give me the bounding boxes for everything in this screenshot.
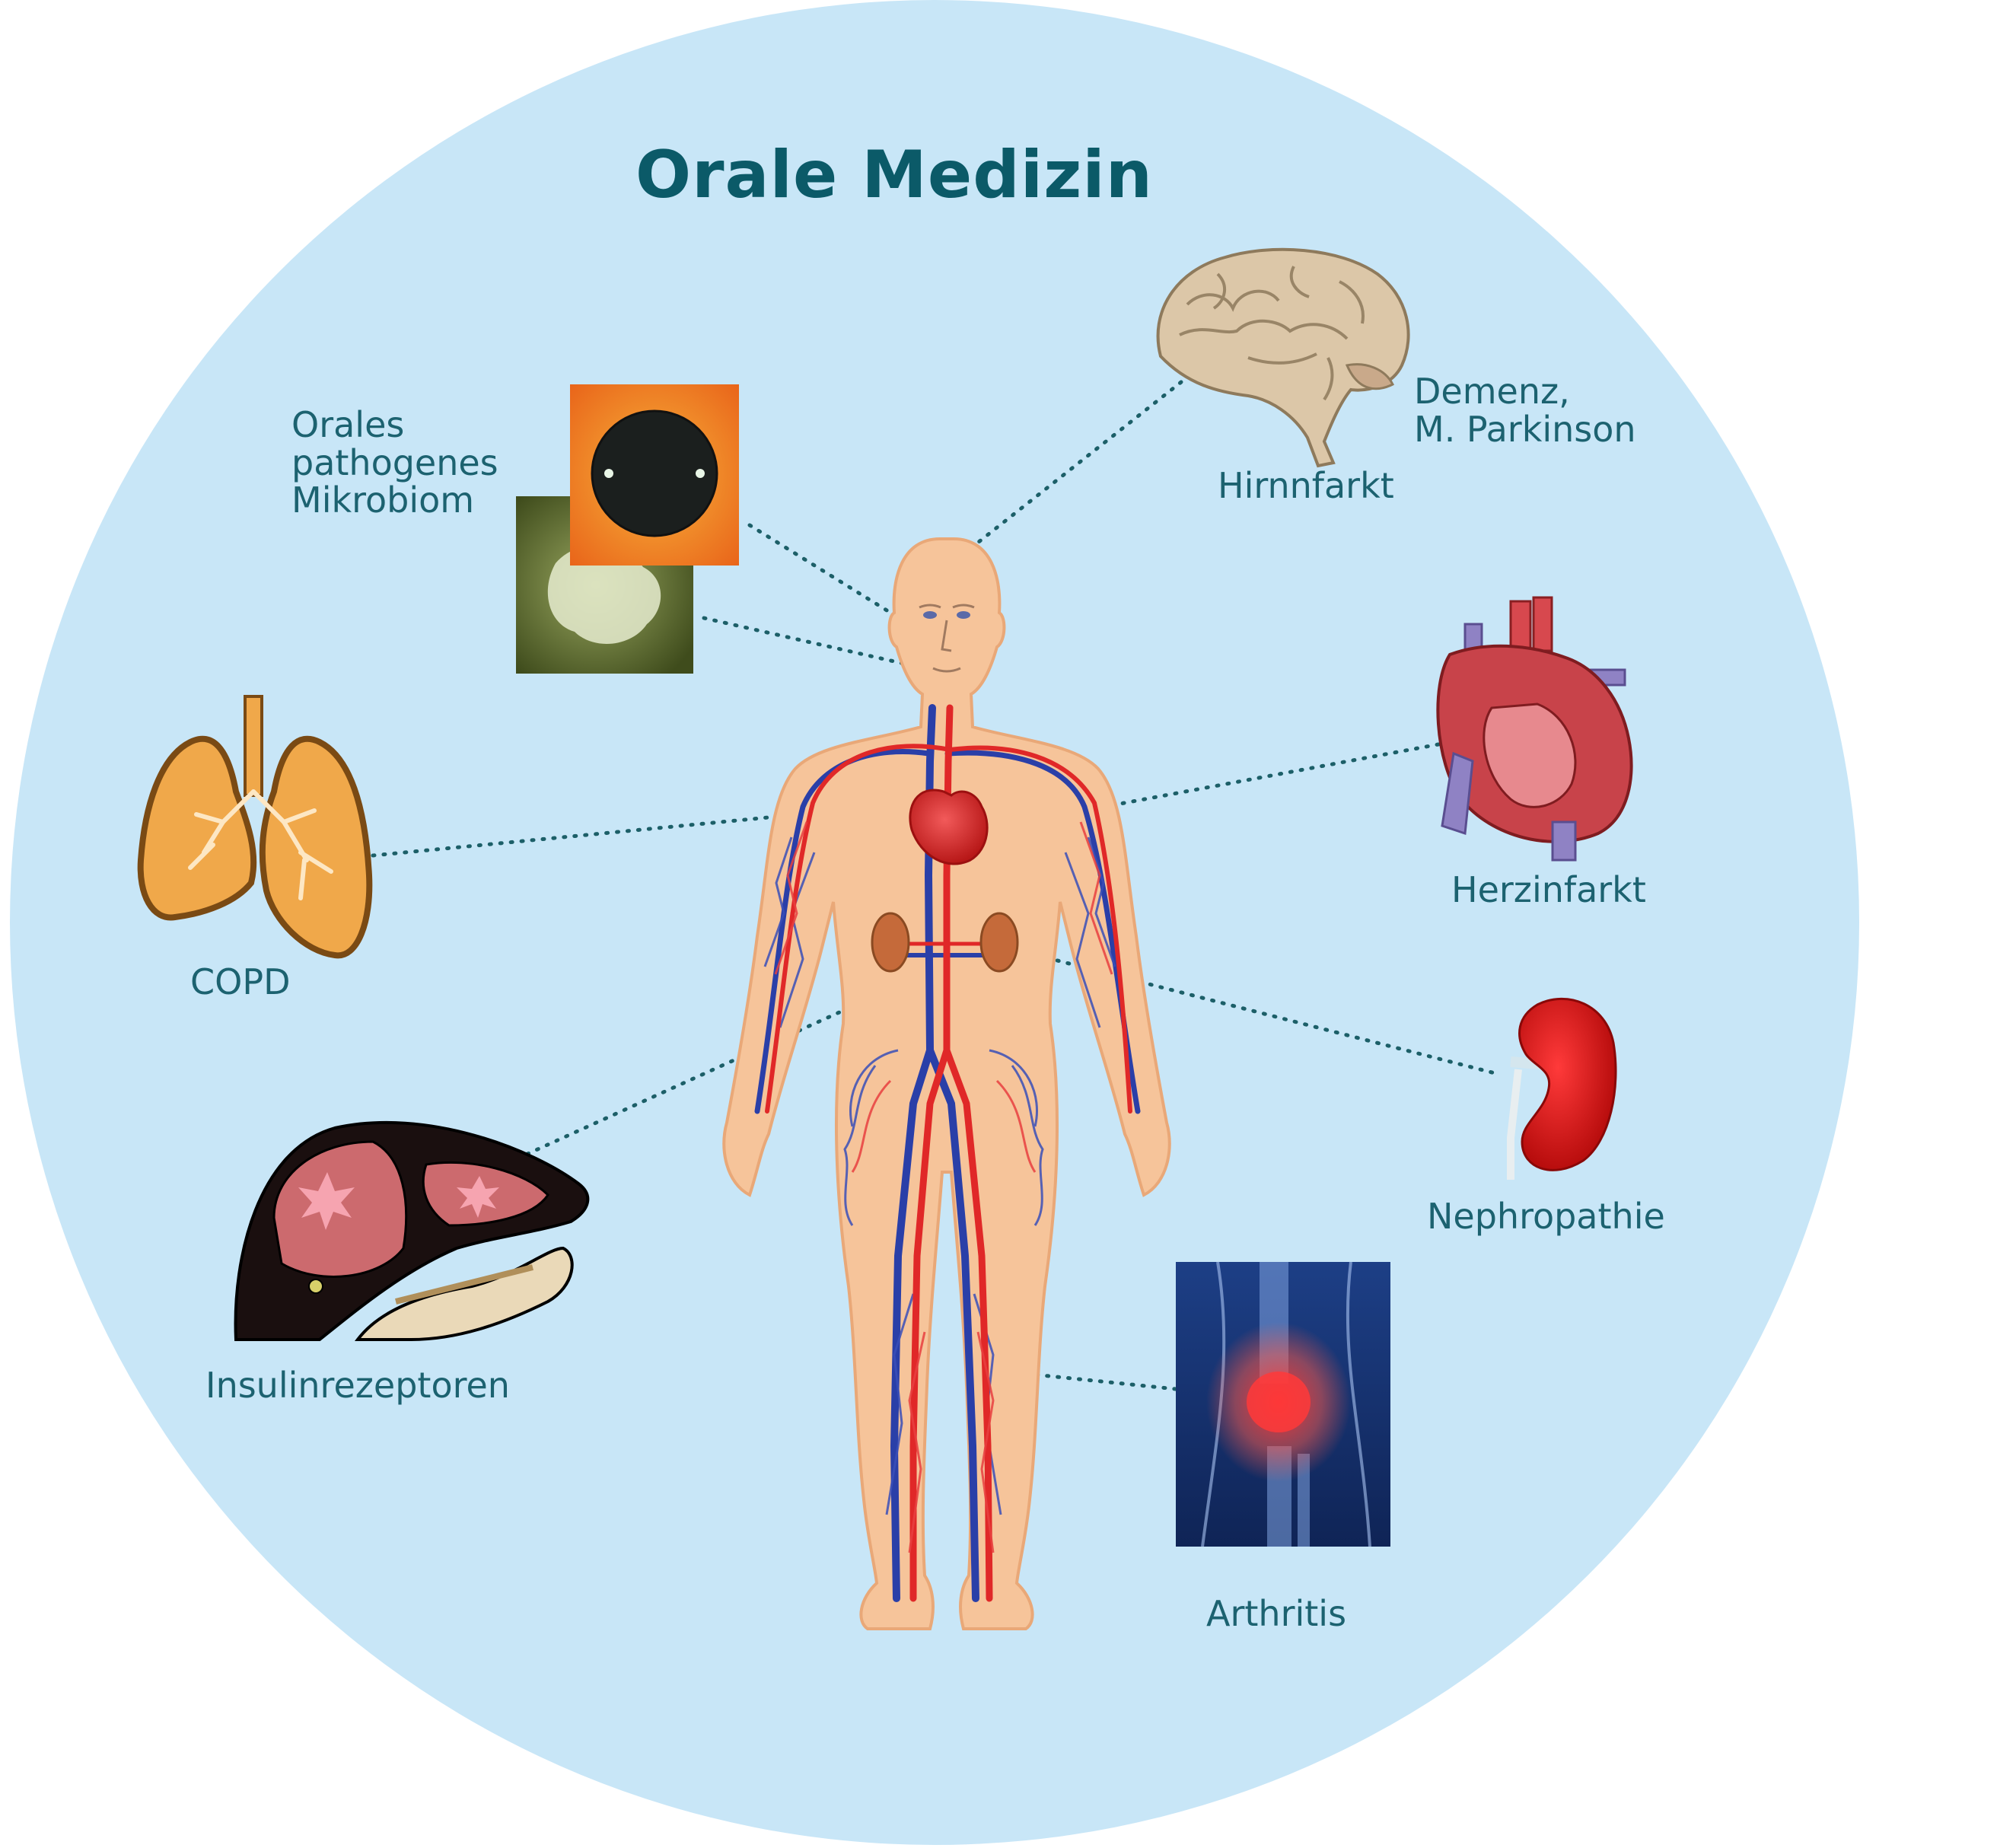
label-copd: COPD [190, 961, 291, 1002]
body-kidney-left-icon [871, 912, 910, 973]
page-title: Orale Medizin [635, 137, 1153, 213]
connector-knee [1002, 1369, 1178, 1391]
body-heart-icon [909, 789, 989, 865]
label-insulin: Insulinrezeptoren [205, 1365, 510, 1406]
anatomical-heart-icon [1436, 596, 1633, 862]
human-circulatory-body-icon [722, 537, 1171, 1630]
connector-lungs [371, 805, 881, 858]
connector-microbiome-green [702, 616, 950, 676]
liver-pancreas-icon [234, 1120, 590, 1341]
liver-star-right [457, 1176, 499, 1218]
knee-xray-icon [1176, 1261, 1390, 1547]
label-stroke: Hirnnfarkt [1218, 465, 1394, 506]
liver-star-left [298, 1172, 355, 1230]
arteries-fine [774, 821, 1113, 1553]
label-arthritis: Arthritis [1206, 1593, 1347, 1634]
arteries [765, 704, 1132, 1602]
label-dementia: Demenz, M. Parkinson [1414, 371, 1636, 450]
face-features [919, 604, 975, 673]
connector-liver [515, 991, 884, 1161]
connector-brain [947, 380, 1183, 567]
veins-fine [763, 836, 1116, 1515]
label-heart-attack: Herzinfarkt [1451, 869, 1646, 910]
label-microbiome: Orales pathogenes Mikrobiom [291, 404, 498, 521]
petri-dish-colony-icon [570, 384, 739, 566]
veins [754, 704, 1141, 1602]
lungs-icon [137, 695, 373, 959]
body-kidney-right-icon [979, 912, 1019, 973]
label-nephropathy: Nephropathie [1427, 1196, 1665, 1237]
kidney-icon [1507, 997, 1617, 1180]
connector-microbiome-orange [747, 523, 897, 617]
brain-icon [1156, 247, 1410, 468]
connector-heart [951, 742, 1441, 837]
